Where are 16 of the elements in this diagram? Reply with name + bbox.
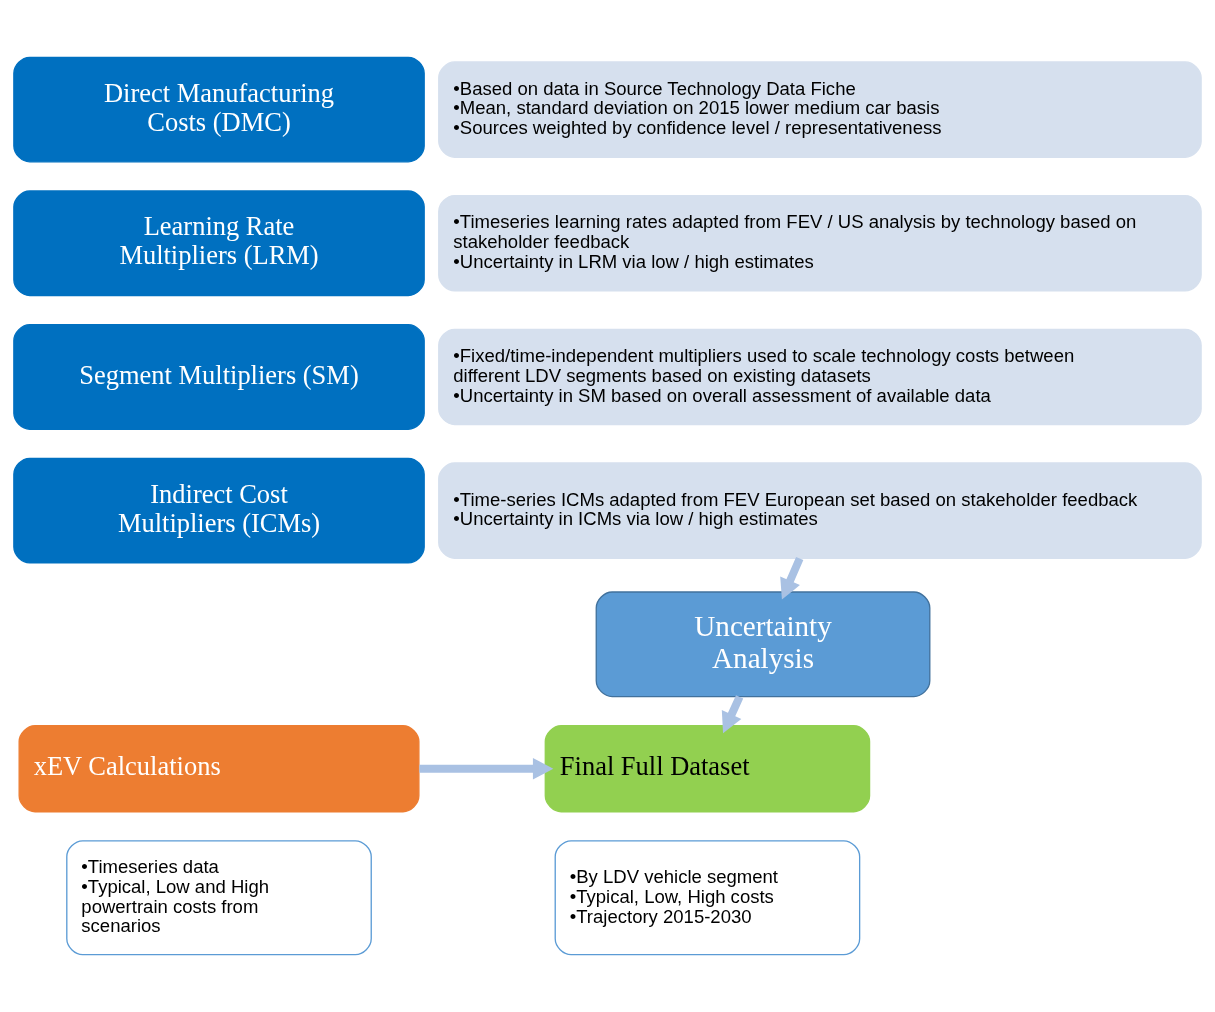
- node-box: Final Full Dataset: [544, 725, 871, 813]
- node-box: Segment Multipliers (SM): [13, 324, 425, 430]
- node-box: •Time-series ICMs adapted from FEV European set based on stakeholder feedback •Uncertainty in ICMs via low / high estimates: [438, 462, 1202, 559]
- node-box: •Fixed/time-independent multipliers used to scale technology costs between different LDV segments based on existing datasets •Uncertainty in SM based on overall assessment of available data: [438, 328, 1202, 426]
- node-box: Learning Rate Multipliers (LRM): [13, 190, 425, 297]
- node-box: Indirect Cost Multipliers (ICMs): [13, 457, 425, 564]
- node-box: •Timeseries data •Typical, Low and High powertrain costs from scenarios: [66, 840, 372, 956]
- node-box: xEV Calculations: [18, 725, 420, 813]
- arrow: [419, 758, 554, 780]
- node-box: Uncertainty Analysis: [595, 591, 931, 698]
- node-box: •Timeseries learning rates adapted from FEV / US analysis by technology based on stakeholder feedback •Uncertainty in LRM via low / high estimates: [438, 194, 1202, 292]
- node-box: Direct Manufacturing Costs (DMC): [13, 56, 425, 163]
- node-box: •By LDV vehicle segment •Typical, Low, High costs •Trajectory 2015-2030: [554, 840, 861, 956]
- node-box: •Based on data in Source Technology Data Fiche •Mean, standard deviation on 2015 lower medium car basis •Sources weighted by confidence level / representativeness: [438, 61, 1202, 158]
- arrow: [780, 556, 804, 600]
- arrow: [721, 695, 744, 734]
